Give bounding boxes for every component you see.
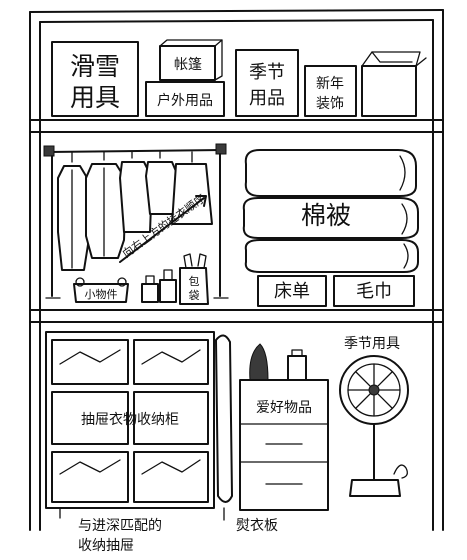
open-box [361, 51, 427, 117]
ski-gear-label-1: 滑雪 [70, 52, 120, 81]
towel-label: 毛巾 [356, 281, 392, 302]
outdoor-label: 户外用品 [157, 92, 213, 109]
bed-sheet-box: 床单 [257, 275, 327, 307]
ironing-board [215, 334, 233, 521]
seasonal-top-box: 季节 用品 [235, 49, 299, 117]
small-items-basket: 小物件 [73, 277, 129, 303]
bag-label-2: 袋 [189, 288, 200, 302]
quilt-label: 棉被 [301, 201, 351, 230]
hanging-clothes [57, 151, 213, 271]
new-year-label-1: 新年 [316, 76, 344, 92]
tent-label: 帐篷 [174, 57, 202, 73]
paper-bags [141, 269, 177, 303]
seasonal-tools-label: 季节用具 [344, 336, 400, 352]
matching-drawer-label-1: 与进深匹配的 [78, 518, 162, 534]
towel-box: 毛巾 [333, 275, 415, 307]
iron-and-kettle [249, 343, 307, 381]
outdoor-box: 户外用品 [145, 81, 225, 117]
small-items-label: 小物件 [85, 287, 118, 301]
matching-drawer-label-2: 收纳抽屉 [78, 538, 134, 554]
clothes-rack [43, 143, 229, 299]
ski-gear-box: 滑雪 用具 [51, 41, 139, 117]
hobby-items-label: 爱好物品 [256, 400, 312, 416]
drawer-cabinet: 抽屉衣物收纳柜 [45, 331, 215, 509]
new-year-box: 新年 装饰 [304, 65, 357, 117]
new-year-label-2: 装饰 [316, 96, 344, 112]
hobby-drawers: 爱好物品 [239, 379, 329, 511]
bed-sheet-label: 床单 [274, 281, 310, 302]
quilt-stack: 棉被 [242, 149, 419, 273]
bottom-captions: 与进深匹配的 收纳抽屉 熨衣板 [59, 507, 278, 554]
ski-gear-label-2: 用具 [70, 83, 120, 112]
closet-frame [29, 9, 444, 531]
bag-box: 包 袋 [179, 253, 209, 305]
electric-fan: 季节用具 [339, 336, 409, 497]
seasonal-top-label-1: 季节 [249, 62, 285, 83]
seasonal-top-label-2: 用品 [249, 88, 285, 109]
ironing-board-label: 熨衣板 [236, 518, 278, 534]
drawer-cabinet-label: 抽屉衣物收纳柜 [81, 412, 179, 428]
tent-box: 帐篷 [159, 39, 223, 81]
bag-label-1: 包 [189, 275, 200, 288]
